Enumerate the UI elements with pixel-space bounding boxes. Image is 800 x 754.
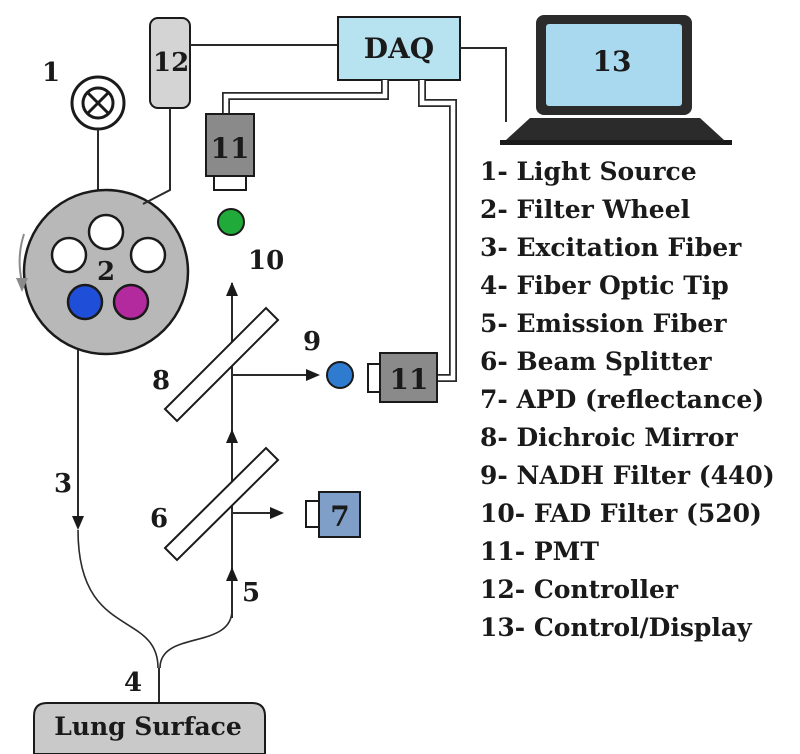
label-filter-wheel: 2 [97, 257, 115, 287]
daq-to-top-pmt-cable-core [223, 80, 388, 115]
daq-label: DAQ [364, 32, 434, 65]
legend-item: 5- Emission Fiber [480, 309, 727, 338]
daq-to-computer-wire [460, 47, 507, 122]
label-nadh-filter: 9 [303, 327, 321, 357]
legend-item: 9- NADH Filter (440) [480, 461, 775, 490]
label-pmt-right: 11 [390, 363, 429, 396]
label-emission-fiber: 5 [242, 578, 260, 608]
laptop-icon [500, 15, 732, 145]
fad-filter [217, 208, 245, 236]
arrow-to-fad [226, 282, 238, 296]
label-controller: 12 [153, 48, 189, 78]
label-excitation-fiber: 3 [54, 469, 72, 499]
controller-to-wheel-wire [142, 108, 171, 205]
filter-wheel-disc [22, 188, 190, 356]
arrow-to-apd [270, 507, 284, 519]
legend-item: 13- Control/Display [480, 613, 753, 642]
filter-slot-top [87, 213, 125, 251]
legend: 1- Light Source 2- Filter Wheel 3- Excit… [480, 157, 775, 642]
legend-item: 4- Fiber Optic Tip [480, 271, 729, 300]
filter-wheel: 2 [22, 188, 190, 356]
label-dichroic-mirror: 8 [152, 366, 170, 396]
laptop-base-edge [500, 140, 732, 145]
filter-slot-blue [66, 283, 104, 321]
arrow-emission-up [226, 567, 238, 581]
excitation-arrow [72, 516, 84, 530]
pmt-top-box [205, 113, 255, 177]
excitation-fiber-curve [77, 529, 159, 669]
label-pmt-top: 11 [211, 132, 250, 165]
nadh-filter [326, 361, 354, 389]
legend-item: 3- Excitation Fiber [480, 233, 742, 262]
light-source-cross-b [86, 91, 110, 115]
legend-item: 12- Controller [480, 575, 679, 604]
filter-slot-left [50, 236, 88, 274]
lung-surface [33, 702, 266, 754]
daq-to-right-pmt-cable [418, 80, 457, 382]
filter-slot-right [129, 236, 167, 274]
legend-item: 8- Dichroic Mirror [480, 423, 739, 452]
legend-item: 2- Filter Wheel [480, 195, 690, 224]
pmt-top-window [213, 175, 247, 191]
daq-to-right-pmt-cable-core [419, 80, 456, 381]
legend-item: 7- APD (reflectance) [480, 385, 764, 414]
rotation-arrow-icon [16, 278, 28, 292]
label-computer: 13 [593, 45, 632, 78]
label-fad-filter: 10 [248, 246, 284, 276]
arrow-to-nadh [306, 369, 320, 381]
legend-item: 6- Beam Splitter [480, 347, 712, 376]
label-apd: 7 [330, 500, 349, 533]
filter-slot-magenta [112, 283, 150, 321]
legend-item: 10- FAD Filter (520) [480, 499, 762, 528]
label-beam-splitter: 6 [150, 504, 168, 534]
beam-splitter [163, 446, 280, 562]
label-fiber-optic-tip: 4 [124, 668, 142, 698]
label-light-source: 1 [42, 58, 60, 88]
pmt-right-box [379, 352, 438, 403]
dichroic-mirror [163, 306, 280, 423]
apd-box [318, 491, 361, 538]
light-source [70, 75, 126, 131]
legend-item: 1- Light Source [480, 157, 697, 186]
laptop-keyboard-base [506, 118, 724, 140]
apd-window [305, 500, 320, 528]
arrow-to-dichroic [226, 429, 238, 443]
legend-item: 11- PMT [480, 537, 599, 566]
emission-fiber-curve [159, 609, 233, 669]
lung-surface-label: Lung Surface [54, 712, 242, 741]
laptop-screen [546, 24, 682, 106]
